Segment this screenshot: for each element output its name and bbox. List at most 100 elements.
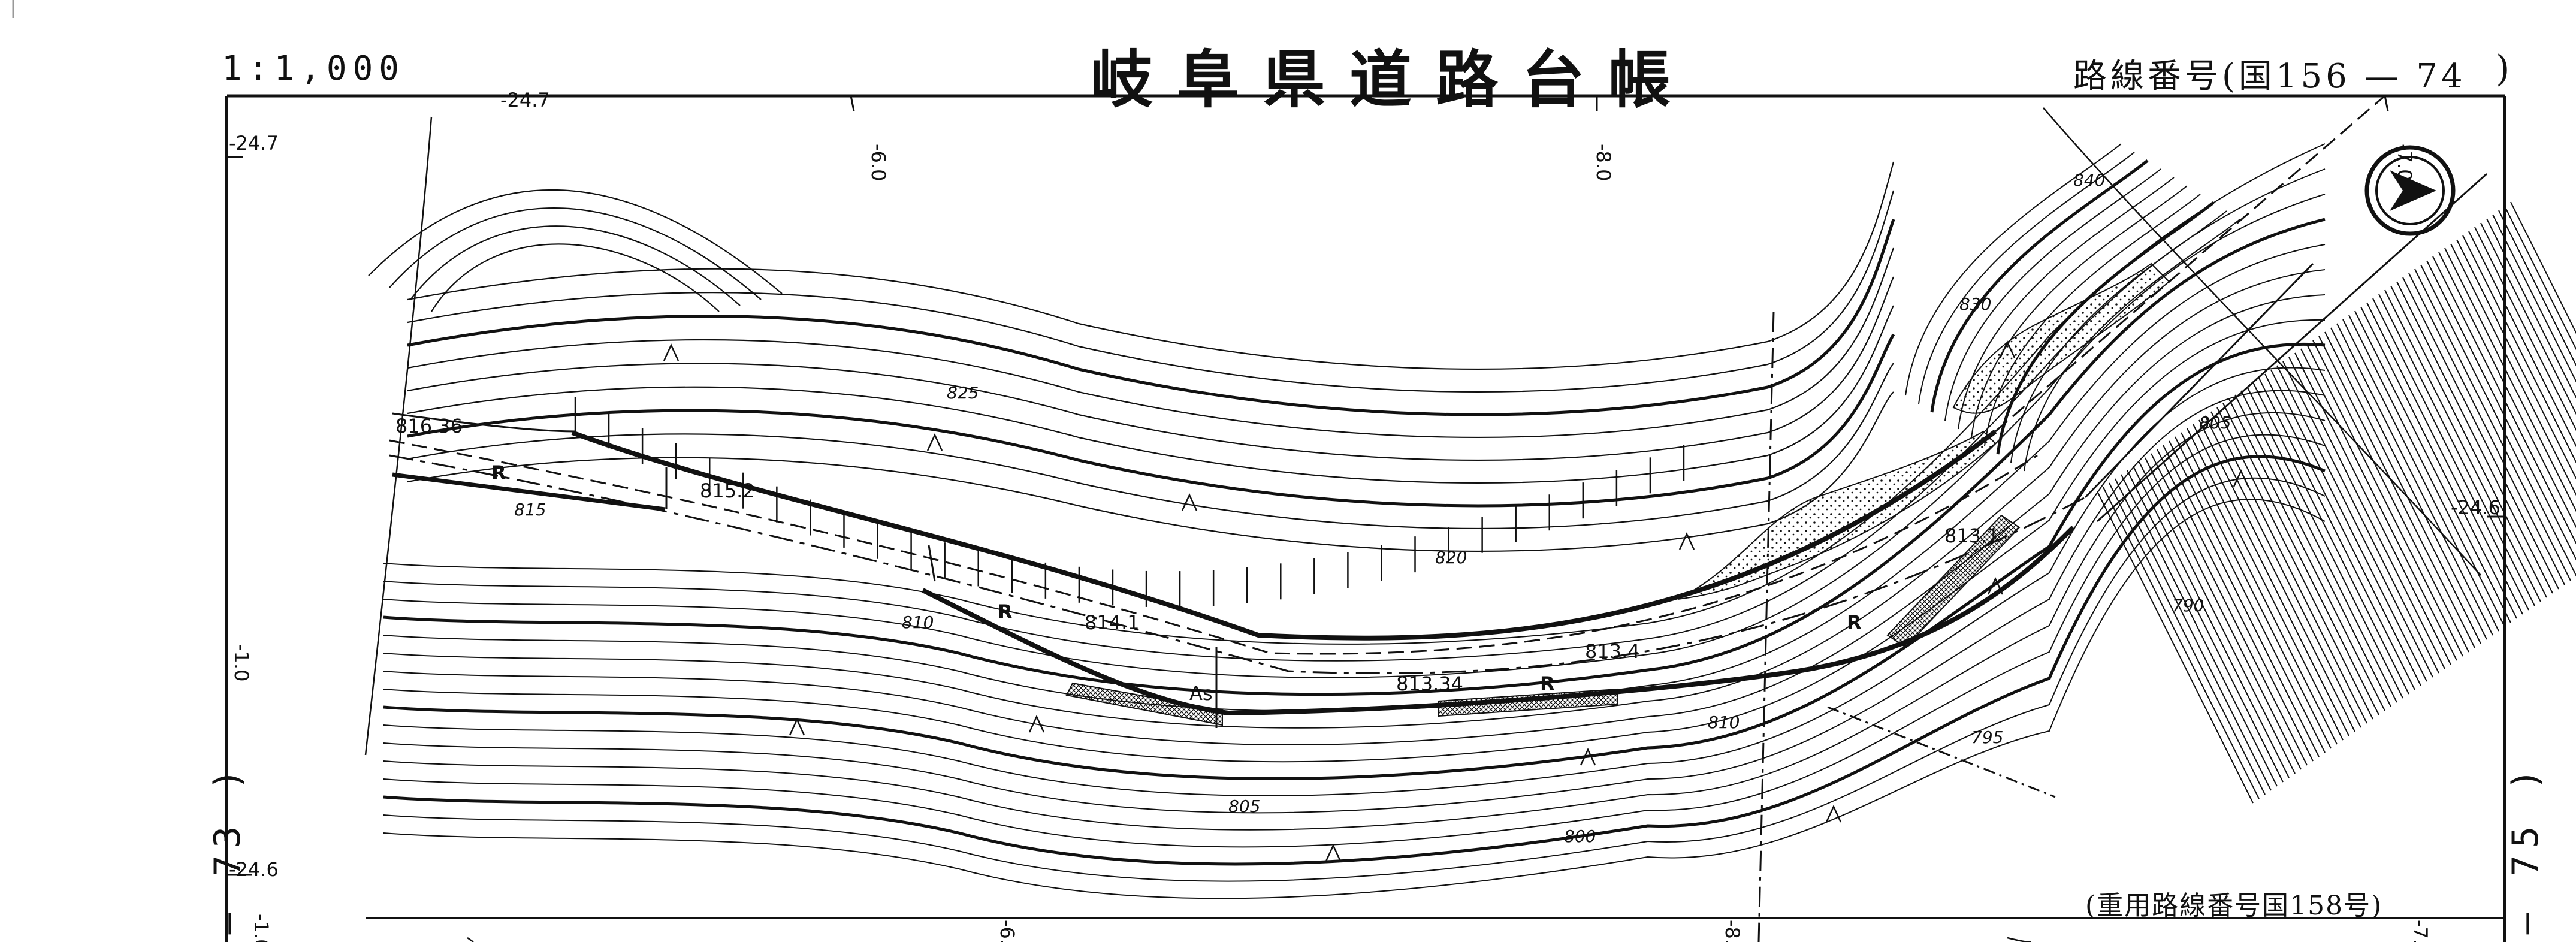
slope-hatch-line [2318, 336, 2475, 648]
contour-line [383, 342, 2326, 780]
contour-label: 810 [1708, 712, 1740, 732]
contour-label: 815 [514, 500, 546, 520]
grid-label: -24.7 [229, 132, 279, 155]
slope-hatch-line [2300, 348, 2457, 661]
slope-hatch-line [2366, 302, 2523, 615]
contour-line [383, 168, 2326, 662]
vegetation-mark [1028, 715, 1045, 733]
vegetation-mark [1678, 532, 1695, 550]
slope-hatch-line [2228, 398, 2385, 711]
contour-line [407, 161, 1895, 370]
slope-hatch-line [2426, 260, 2576, 561]
vegetation-symbols [663, 340, 2249, 862]
slope-hatch-line [2294, 352, 2451, 665]
slope-hatch-line [2396, 281, 2553, 594]
slope-hatch-line [2498, 210, 2576, 367]
frame-boundary [364, 107, 2481, 942]
slope-hatch-line [2282, 361, 2439, 674]
contour-line [1918, 152, 2135, 404]
slope-hatch-line [2187, 428, 2344, 741]
contour-line [1944, 168, 2161, 421]
slope-hatch-line [2258, 378, 2415, 690]
slope-hatch-line [2246, 386, 2403, 699]
contour-line [407, 363, 1894, 530]
map-labels: -24.7 -24.7 -24.6 -24.6 816.36 815.2 814… [229, 89, 2500, 881]
slope-hatch-line [2288, 357, 2445, 669]
road-ne-edge-3 [2097, 173, 2487, 523]
contour-line [383, 477, 2326, 882]
grid-label: -1.0 [250, 914, 273, 942]
page-title: 岐阜県道路台帳 [1091, 43, 1695, 116]
contour-line [383, 455, 2326, 866]
contour-line [383, 434, 2326, 848]
slope-hatch-line [2372, 298, 2529, 611]
slope-hatch-line [2378, 294, 2535, 606]
vegetation-mark [1325, 844, 1342, 862]
slope-hatch-line [2480, 222, 2576, 415]
slope-hatch-line [2462, 235, 2576, 464]
vegetation-mark [663, 343, 680, 361]
retaining-walls [1065, 514, 2021, 726]
slope-hatch-line [2222, 403, 2379, 715]
contour-line [407, 247, 1895, 439]
contour-line [383, 499, 2326, 899]
contour-label: 805 [2199, 413, 2231, 433]
contour-line [407, 305, 1894, 484]
slope-hatch-line [2169, 440, 2326, 753]
contour-line [407, 219, 1895, 416]
slope-hatch-line [2127, 470, 2284, 783]
slope-hatch-line [2139, 461, 2296, 774]
slope-hatch-line [2438, 252, 2576, 529]
slope-hatch-line [2384, 289, 2541, 602]
contour-line [389, 207, 762, 300]
contour-line [410, 225, 741, 306]
slope-hatch-line [2474, 227, 2576, 431]
vegetation-mark [2233, 469, 2249, 487]
road-label: R [491, 461, 506, 484]
slope-hatch-line [2402, 277, 2559, 590]
vegetation-mark [1181, 493, 1198, 511]
road [389, 95, 2487, 716]
slope-hatch-line [2324, 331, 2481, 644]
map-frame [225, 94, 2506, 942]
slope-hatch-line [2336, 323, 2493, 636]
slope-hatch-line [2252, 382, 2409, 695]
slope-hatch-line [2348, 315, 2505, 627]
elevation-label: 813.4 [1585, 640, 1640, 663]
contour-line [407, 333, 1895, 508]
slope-hatch-line [2312, 340, 2469, 653]
slope-hatch-line [2414, 268, 2571, 581]
grid-label: -24.7 [500, 89, 550, 111]
road-edge-west [392, 472, 666, 512]
slope-hatch-line [2420, 264, 2576, 577]
slope-hatch-line [2103, 487, 2260, 799]
slope-hatch-line [2240, 390, 2397, 703]
section-lines [665, 311, 2056, 942]
slope-hatch-line [2492, 214, 2576, 383]
grid-label: -1.0 [230, 644, 253, 681]
vegetation-mark [1987, 577, 2004, 595]
slope-hatch-line [2390, 285, 2547, 598]
slope-hatch-line [2181, 432, 2338, 745]
contour-line [1905, 143, 2122, 396]
road-label: R [1847, 611, 1862, 634]
contour-line [383, 319, 2326, 763]
vegetation-mark [926, 433, 943, 451]
slope-hatch-line [2270, 369, 2427, 682]
slope-hatch-line [2097, 491, 2254, 804]
rotated-grid-labels: -6.0 -8.0 -7.0 -1.0 -1.0 -6.0 -8.0 -7.0 [230, 144, 2432, 942]
elevation-label: 813.34 [1396, 672, 1463, 695]
slope-hatch-line [2432, 256, 2576, 545]
grid-ticks [227, 95, 2505, 876]
grid-label: -6.0 [996, 920, 1019, 942]
slope-hatch-line [2330, 327, 2487, 640]
elevation-label: 816.36 [395, 415, 463, 437]
road-centerline [389, 454, 2086, 675]
grid-label: -8.0 [1592, 144, 1615, 181]
slope-hatch-line [2264, 373, 2421, 686]
vegetation-mark [1999, 340, 2016, 358]
route-number: 路線番号(国156 — 74 [2073, 57, 2466, 96]
slope-hatch-line [2468, 231, 2576, 448]
slope-hatch-line [2450, 243, 2576, 496]
